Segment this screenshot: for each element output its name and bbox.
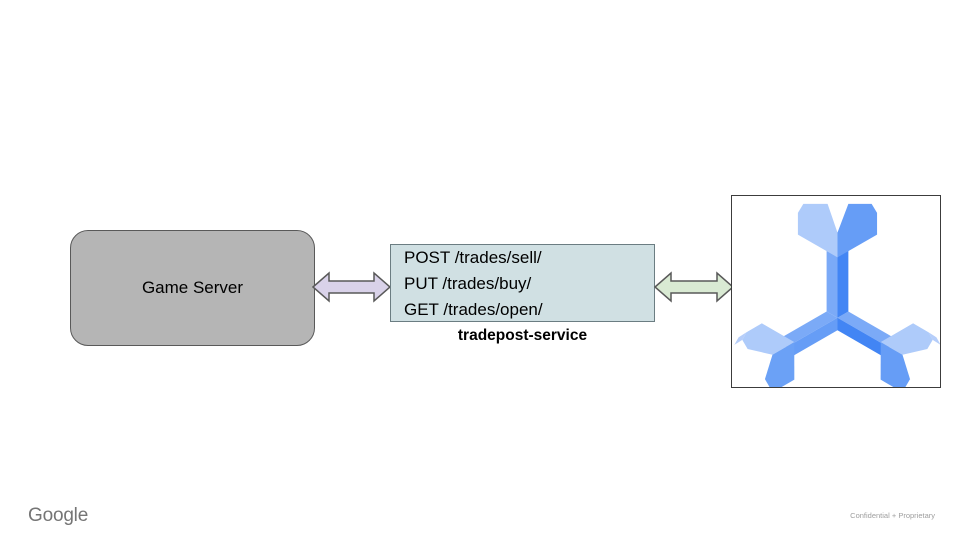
service-caption: tradepost-service: [457, 327, 588, 344]
arrow-game-to-service: [312, 271, 391, 303]
api-line-get: GET /trades/open/: [404, 300, 543, 319]
node-tradepost-service: POST /trades/sell/ PUT /trades/buy/ GET …: [390, 244, 655, 322]
node-game-server: Game Server: [70, 230, 315, 346]
google-logo: Google: [28, 505, 89, 526]
cloud-spanner-icon: [734, 203, 940, 387]
game-server-label: Game Server: [141, 278, 244, 297]
api-line-post: POST /trades/sell/: [404, 248, 542, 267]
double-arrow-icon: [654, 271, 734, 303]
node-database: [731, 195, 941, 388]
confidential-note: Confidential + Proprietary: [850, 511, 935, 520]
arrow-service-to-database: [654, 271, 734, 303]
double-arrow-icon: [312, 271, 391, 303]
api-line-put: PUT /trades/buy/: [404, 274, 532, 293]
